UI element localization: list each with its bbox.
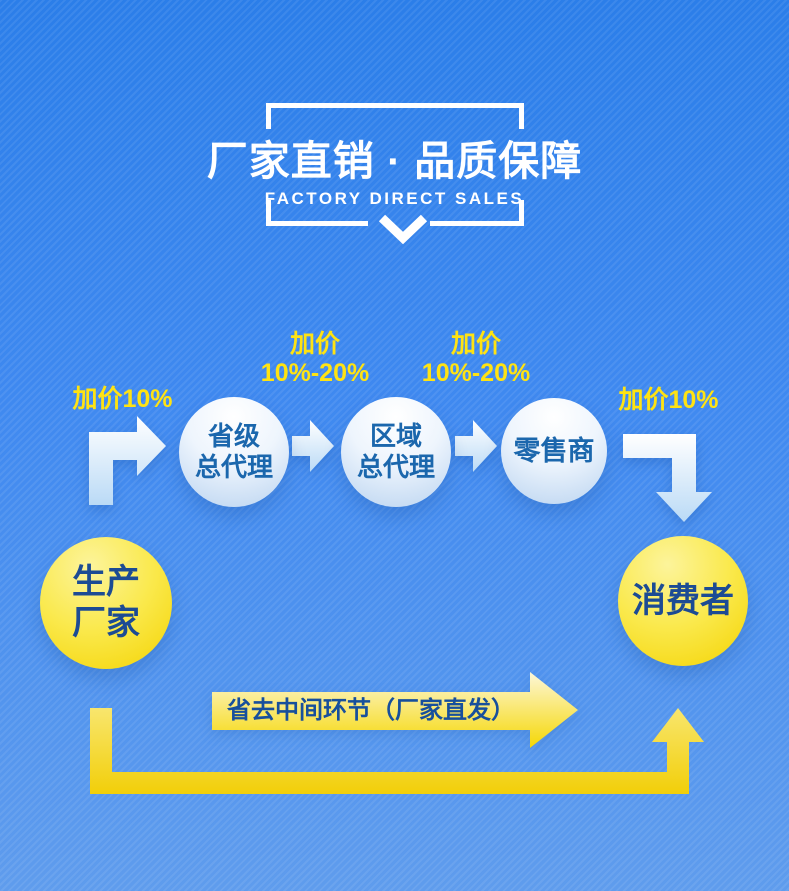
frame-stub-bottom-right: [519, 200, 524, 226]
elbow-arrow-factory-to-provincial-icon: [89, 416, 166, 505]
markup-line: 加价: [289, 330, 340, 358]
node-label-line: 消费者: [632, 581, 734, 620]
frame-stub-top-right: [519, 103, 524, 129]
elbow-arrow-retailer-to-consumer-icon: [623, 434, 712, 522]
frame-border-top: [266, 103, 524, 108]
direct-sales-arrow-label: 省去中间环节（厂家直发）: [227, 697, 515, 724]
node-retailer: 零售商: [501, 398, 607, 504]
page-title: 厂家直销 · 品质保障: [206, 138, 583, 184]
frame-stub-bottom-left: [266, 200, 271, 226]
markup-label-regional-retailer: 加价 10%-20%: [415, 330, 537, 388]
node-factory: 生产 厂家: [40, 537, 172, 669]
node-regional-agent: 区域 总代理: [341, 397, 451, 507]
node-label-line: 零售商: [513, 435, 595, 466]
markup-line: 10%-20%: [421, 359, 531, 387]
node-label-line: 区域: [369, 421, 422, 451]
node-label-line: 总代理: [356, 452, 435, 482]
node-label-line: 省级: [207, 421, 260, 451]
markup-label-right: 加价10%: [618, 386, 719, 414]
frame-border-bottom-left: [266, 221, 368, 226]
chevron-down-icon: [378, 214, 428, 245]
markup-line: 加价: [450, 330, 501, 358]
node-label-line: 厂家: [72, 604, 140, 642]
page-subtitle: FACTORY DIRECT SALES: [264, 189, 525, 208]
node-label-line: 总代理: [194, 452, 273, 482]
markup-label-provincial-regional: 加价 10%-20%: [254, 330, 376, 388]
arrow-regional-to-retailer-icon: [455, 420, 497, 472]
frame-stub-top-left: [266, 103, 271, 129]
frame-border-bottom-right: [430, 221, 524, 226]
node-label-line: 生产: [72, 563, 140, 601]
node-provincial-agent: 省级 总代理: [179, 397, 289, 507]
markup-line: 10%-20%: [260, 359, 370, 387]
arrow-provincial-to-regional-icon: [292, 420, 334, 472]
markup-label-left: 加价10%: [72, 385, 173, 413]
node-consumer: 消费者: [618, 536, 748, 666]
